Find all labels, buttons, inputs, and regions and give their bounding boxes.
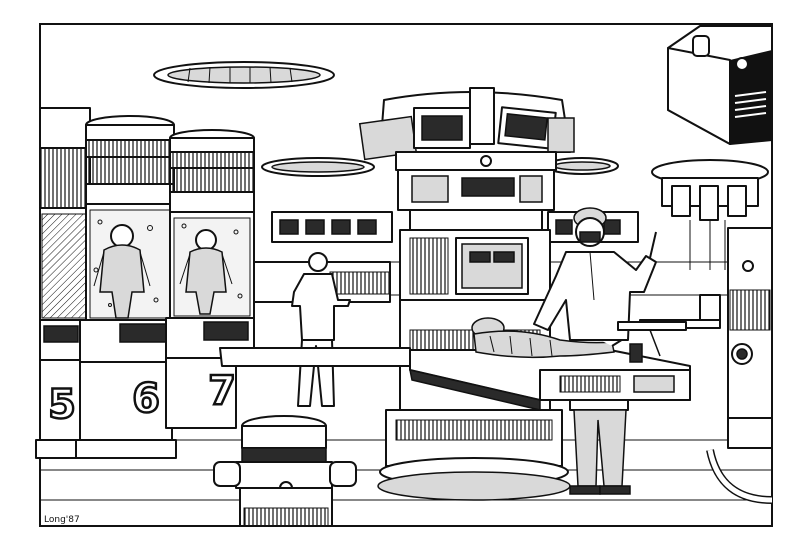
ceiling-light-1 bbox=[153, 61, 335, 89]
tank-number-7: 7 bbox=[208, 368, 236, 414]
operating-table bbox=[219, 347, 691, 411]
surgeon bbox=[533, 207, 657, 495]
cryo-tank-7: 7 bbox=[165, 129, 255, 429]
specimen-in-tank-7 bbox=[179, 223, 243, 315]
central-control-tower bbox=[358, 87, 575, 501]
foreground-canister-robot bbox=[213, 415, 357, 527]
right-cylinder-machine bbox=[706, 227, 773, 504]
tank-number-5: 5 bbox=[48, 382, 76, 428]
alien-patient bbox=[471, 317, 629, 359]
specimen-in-tank-6 bbox=[93, 219, 159, 319]
tank-number-6: 6 bbox=[132, 376, 160, 422]
cryo-tank-6: 6 bbox=[75, 115, 177, 459]
artist-signature: Long'87 bbox=[44, 515, 80, 525]
instrument-tray bbox=[617, 321, 687, 363]
wall-device-top-right bbox=[667, 25, 773, 145]
ceiling-light-2 bbox=[261, 157, 375, 177]
